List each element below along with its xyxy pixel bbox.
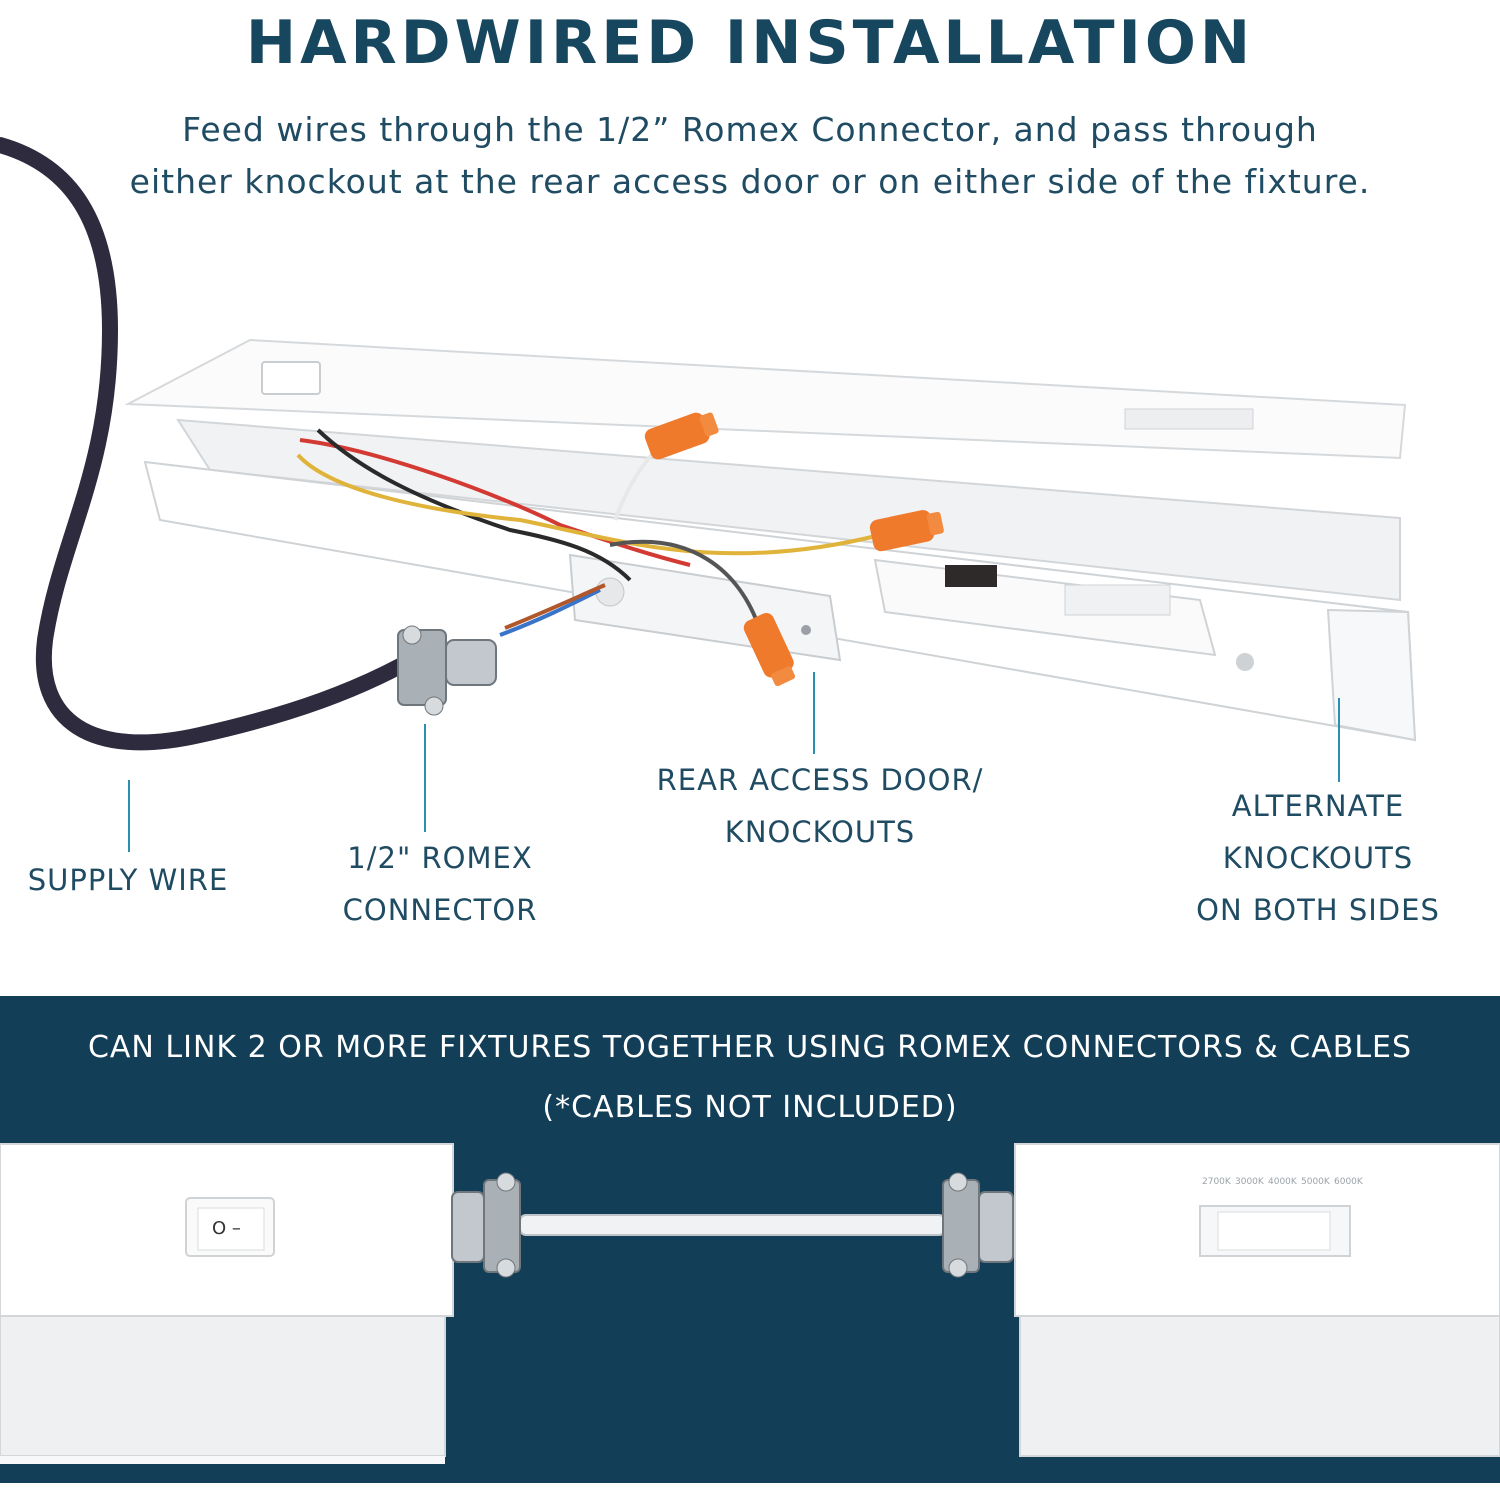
fixture-lid [124, 338, 1407, 460]
lid-slot [1124, 408, 1254, 430]
wire-yellow [296, 453, 881, 556]
wire-nut-icon [644, 412, 719, 460]
linking-panel [0, 996, 1500, 1483]
supply-wire-label: SUPPLY WIRE [27, 863, 229, 897]
switch-symbol: O – [212, 1218, 241, 1239]
rear-access-door-label: REAR ACCESS DOOR/ KNOCKOUTS [656, 763, 984, 849]
wire-black [316, 428, 632, 582]
subtitle-line-2: either knockout at the rear access door … [129, 162, 1371, 201]
keyhole-icon [1236, 653, 1254, 671]
wire-gray [609, 539, 762, 631]
linking-headline: CAN LINK 2 OR MORE FIXTURES TOGETHER USI… [87, 1030, 1413, 1065]
alternate-knockout-pointer [1338, 698, 1340, 782]
fixture-end-cap [1326, 608, 1417, 742]
rear-door-pointer [813, 672, 815, 754]
supply-cable [0, 137, 428, 751]
fixture-channel-back [176, 418, 1401, 602]
wire-nut-icon [869, 510, 944, 552]
romex-connector-icon [397, 625, 497, 716]
page-title: HARDWIRED INSTALLATION [245, 8, 1255, 78]
wire-red [299, 438, 691, 567]
wire-brown [504, 583, 606, 630]
wire-nut-icon [743, 613, 796, 687]
subtitle-line-1: Feed wires through the 1/2” Romex Connec… [182, 110, 1318, 149]
alternate-knockouts-label: ALTERNATE KNOCKOUTS ON BOTH SIDES [1196, 789, 1440, 927]
fixture-wiring-illustration [0, 137, 1417, 751]
romex-connector-label: 1/2" ROMEX CONNECTOR [342, 841, 538, 927]
romex-pointer [424, 724, 426, 832]
lid-switch [261, 361, 321, 395]
page-subtitle: Feed wires through the 1/2” Romex Connec… [60, 104, 1440, 208]
linking-note: (*CABLES NOT INCLUDED) [542, 1090, 958, 1125]
supply-wire-pointer [128, 780, 130, 852]
wire-blue [499, 588, 601, 637]
